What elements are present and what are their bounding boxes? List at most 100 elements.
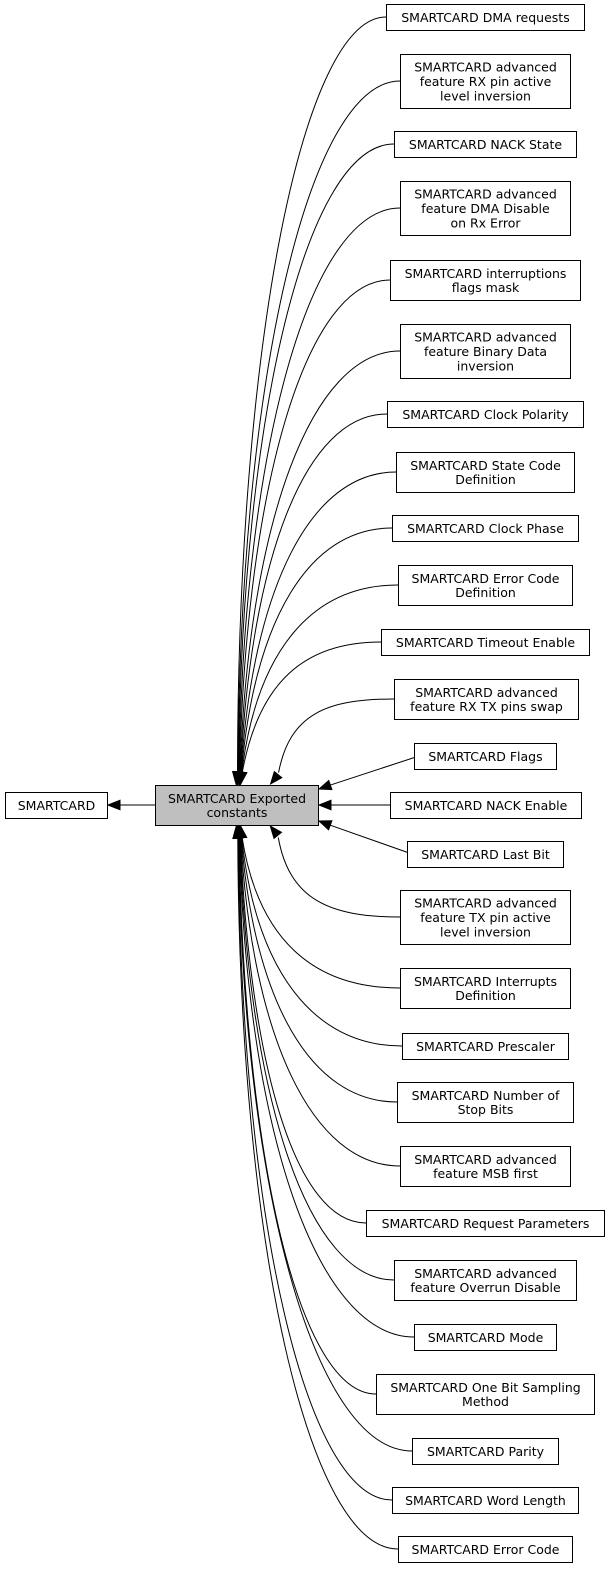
- node-child-19-label: SMARTCARD advanced: [414, 1152, 557, 1167]
- node-child-24[interactable]: SMARTCARD Parity: [412, 1438, 559, 1465]
- node-child-6-label: SMARTCARD Clock Polarity: [402, 407, 569, 422]
- node-child-0[interactable]: SMARTCARD DMA requests: [386, 4, 585, 31]
- node-child-21-box: [394, 1260, 577, 1301]
- node-child-16-box: [400, 968, 571, 1009]
- node-child-10-label: SMARTCARD Timeout Enable: [396, 635, 575, 650]
- node-smartcard-box: [5, 792, 108, 819]
- node-child-8[interactable]: SMARTCARD Clock Phase: [392, 515, 579, 542]
- node-child-12[interactable]: SMARTCARD Flags: [414, 743, 557, 770]
- node-smartcard-label: SMARTCARD: [18, 798, 96, 813]
- node-child-11-label: SMARTCARD advanced: [415, 685, 558, 700]
- node-child-9-box: [398, 565, 573, 606]
- node-child-11-label: feature RX TX pins swap: [410, 699, 563, 714]
- node-child-17[interactable]: SMARTCARD Prescaler: [402, 1033, 569, 1060]
- node-child-15-label: level inversion: [440, 924, 531, 939]
- edge-child-10-arrowhead: [236, 770, 248, 786]
- node-child-13-label: SMARTCARD NACK Enable: [405, 798, 568, 813]
- node-child-13[interactable]: SMARTCARD NACK Enable: [390, 792, 582, 819]
- node-child-1-label: feature RX pin active: [420, 74, 552, 89]
- node-child-20[interactable]: SMARTCARD Request Parameters: [366, 1210, 605, 1237]
- edge-child-10: [241, 641, 382, 773]
- node-child-7-label: Definition: [455, 472, 516, 487]
- node-child-12-label: SMARTCARD Flags: [428, 749, 542, 764]
- node-child-26[interactable]: SMARTCARD Error Code: [398, 1536, 573, 1563]
- edge-child-14: [330, 824, 413, 855]
- node-child-1-label: level inversion: [440, 88, 531, 103]
- node-child-18-box: [397, 1082, 574, 1123]
- node-child-4-label: flags mask: [452, 280, 520, 295]
- node-child-14[interactable]: SMARTCARD Last Bit: [407, 841, 564, 868]
- edge-child-22: [238, 837, 415, 1338]
- node-child-7-label: SMARTCARD State Code: [410, 458, 561, 473]
- node-child-9-label: Definition: [455, 585, 516, 600]
- node-child-4-label: SMARTCARD interruptions: [405, 266, 567, 281]
- node-child-20-box: [366, 1210, 605, 1237]
- edge-child-2: [237, 143, 395, 773]
- node-child-24-label: SMARTCARD Parity: [427, 1444, 545, 1459]
- node-child-23-label: SMARTCARD One Bit Sampling: [390, 1380, 580, 1395]
- node-child-5-box: [400, 324, 571, 379]
- node-child-13-box: [390, 792, 582, 819]
- node-child-23-box: [376, 1374, 595, 1415]
- edge-child-11: [278, 698, 395, 773]
- node-child-17-box: [402, 1033, 569, 1060]
- node-child-3-label: SMARTCARD advanced: [414, 187, 557, 202]
- node-child-11-box: [394, 679, 579, 720]
- node-child-22[interactable]: SMARTCARD Mode: [414, 1324, 557, 1351]
- node-child-25[interactable]: SMARTCARD Word Length: [392, 1487, 579, 1514]
- edge-child-15: [277, 837, 401, 918]
- node-child-6-box: [387, 401, 584, 428]
- edge-child-20: [239, 837, 367, 1224]
- edge-child-9: [241, 584, 399, 773]
- node-child-5-label: inversion: [457, 358, 514, 373]
- node-child-10-box: [381, 629, 590, 656]
- edge-child-18: [240, 837, 398, 1103]
- node-child-21-label: SMARTCARD advanced: [414, 1266, 557, 1281]
- node-child-6[interactable]: SMARTCARD Clock Polarity: [387, 401, 584, 428]
- node-child-5-label: SMARTCARD advanced: [414, 330, 557, 345]
- node-child-2-label: SMARTCARD NACK State: [409, 137, 562, 152]
- edge-child-16: [241, 837, 401, 989]
- edge-child-11-arrowhead: [269, 770, 283, 786]
- node-exported-constants-box: [155, 785, 319, 826]
- edge-child-21: [239, 837, 395, 1281]
- node-exported-constants-label: SMARTCARD Exported: [168, 791, 306, 806]
- node-child-19-box: [400, 1146, 571, 1187]
- edge-child-6: [239, 413, 388, 773]
- node-child-0-label: SMARTCARD DMA requests: [401, 10, 569, 25]
- edge-parent-arrowhead: [106, 799, 121, 811]
- node-smartcard[interactable]: SMARTCARD: [5, 792, 108, 819]
- node-child-2-box: [394, 131, 577, 158]
- node-child-3-label: on Rx Error: [450, 215, 521, 230]
- node-child-1-label: SMARTCARD advanced: [414, 60, 557, 75]
- node-child-0-box: [386, 4, 585, 31]
- node-child-21-label: feature Overrun Disable: [410, 1280, 561, 1295]
- node-child-15-label: feature TX pin active: [420, 910, 551, 925]
- edge-child-12: [330, 755, 420, 786]
- node-child-2[interactable]: SMARTCARD NACK State: [394, 131, 577, 158]
- node-child-3-box: [400, 181, 571, 236]
- node-child-18-label: SMARTCARD Number of: [412, 1088, 560, 1103]
- edge-child-17: [241, 837, 403, 1047]
- node-child-18-label: Stop Bits: [458, 1102, 514, 1117]
- edge-child-3: [238, 207, 401, 773]
- node-child-12-box: [414, 743, 557, 770]
- edge-child-24: [238, 837, 413, 1452]
- edge-child-23: [238, 837, 377, 1395]
- node-child-10[interactable]: SMARTCARD Timeout Enable: [381, 629, 590, 656]
- edge-child-19: [240, 837, 401, 1167]
